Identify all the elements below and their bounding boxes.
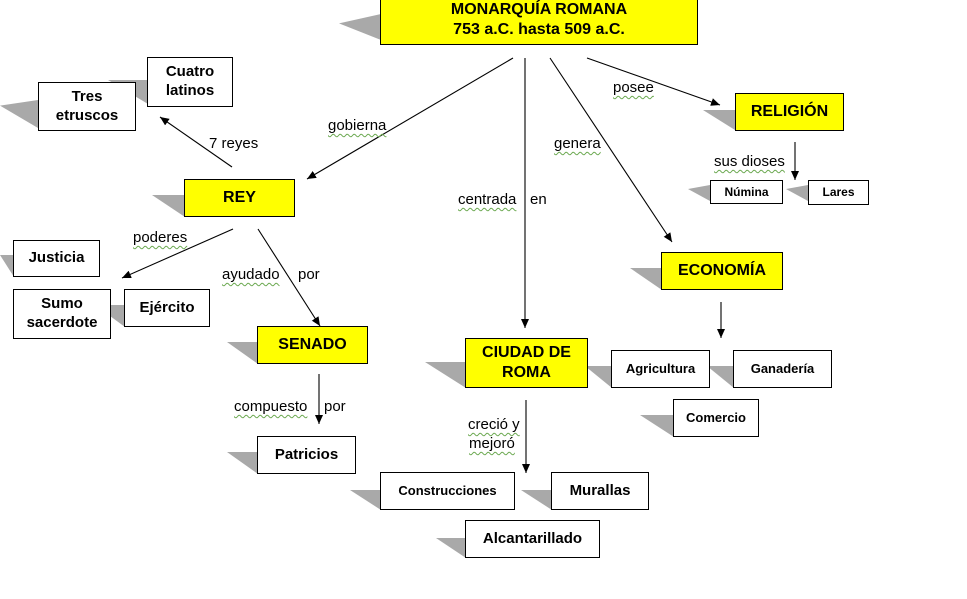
node-monarquia-romana: MONARQUÍA ROMANA 753 a.C. hasta 509 a.C. [380, 0, 698, 45]
label-genera: genera [554, 135, 601, 152]
label-gobierna: gobierna [328, 117, 387, 134]
arrow-posee [586, 57, 721, 106]
label-en: en [530, 191, 547, 208]
label-poderes: poderes [133, 229, 188, 246]
node-construcciones: Construcciones [380, 472, 515, 510]
node-cuatro-latinos: Cuatro latinos [147, 57, 233, 107]
node-sumo-sacerdote: Sumo sacerdote [13, 289, 111, 339]
arrow-poderes [121, 228, 234, 279]
node-ganaderia: Ganadería [733, 350, 832, 388]
label-crecio-y: creció y [468, 416, 520, 433]
label-por: por [324, 398, 346, 415]
node-alcantarillado: Alcantarillado [465, 520, 600, 558]
node-justicia: Justicia [13, 240, 100, 277]
node-rey: REY [184, 179, 295, 217]
node-lares: Lares [808, 180, 869, 205]
label-centrada: centrada [458, 191, 517, 208]
node-ejercito: Ejército [124, 289, 210, 327]
label-sus-dioses: sus dioses [714, 153, 785, 170]
label-posee: posee [613, 79, 654, 96]
node-patricios: Patricios [257, 436, 356, 474]
node-tres-etruscos: Tres etruscos [38, 82, 136, 131]
label-mejoro: mejoró [469, 435, 515, 452]
node-comercio: Comercio [673, 399, 759, 437]
label-ayudado: ayudado [222, 266, 280, 283]
node-economia: ECONOMÍA [661, 252, 783, 290]
node-murallas: Murallas [551, 472, 649, 510]
arrow-genera [549, 57, 673, 243]
node-religion: RELIGIÓN [735, 93, 844, 131]
label-por: por [298, 266, 320, 283]
label-7-reyes: 7 reyes [209, 135, 259, 152]
node-senado: SENADO [257, 326, 368, 364]
arrow-gobierna [306, 57, 514, 180]
label-compuesto: compuesto [234, 398, 308, 415]
node-numina: Númina [710, 180, 783, 204]
node-agricultura: Agricultura [611, 350, 710, 388]
node-ciudad-de-roma: CIUDAD DE ROMA [465, 338, 588, 388]
arrow-7-reyes [159, 116, 233, 168]
arrow-ayudado-por [257, 228, 321, 327]
